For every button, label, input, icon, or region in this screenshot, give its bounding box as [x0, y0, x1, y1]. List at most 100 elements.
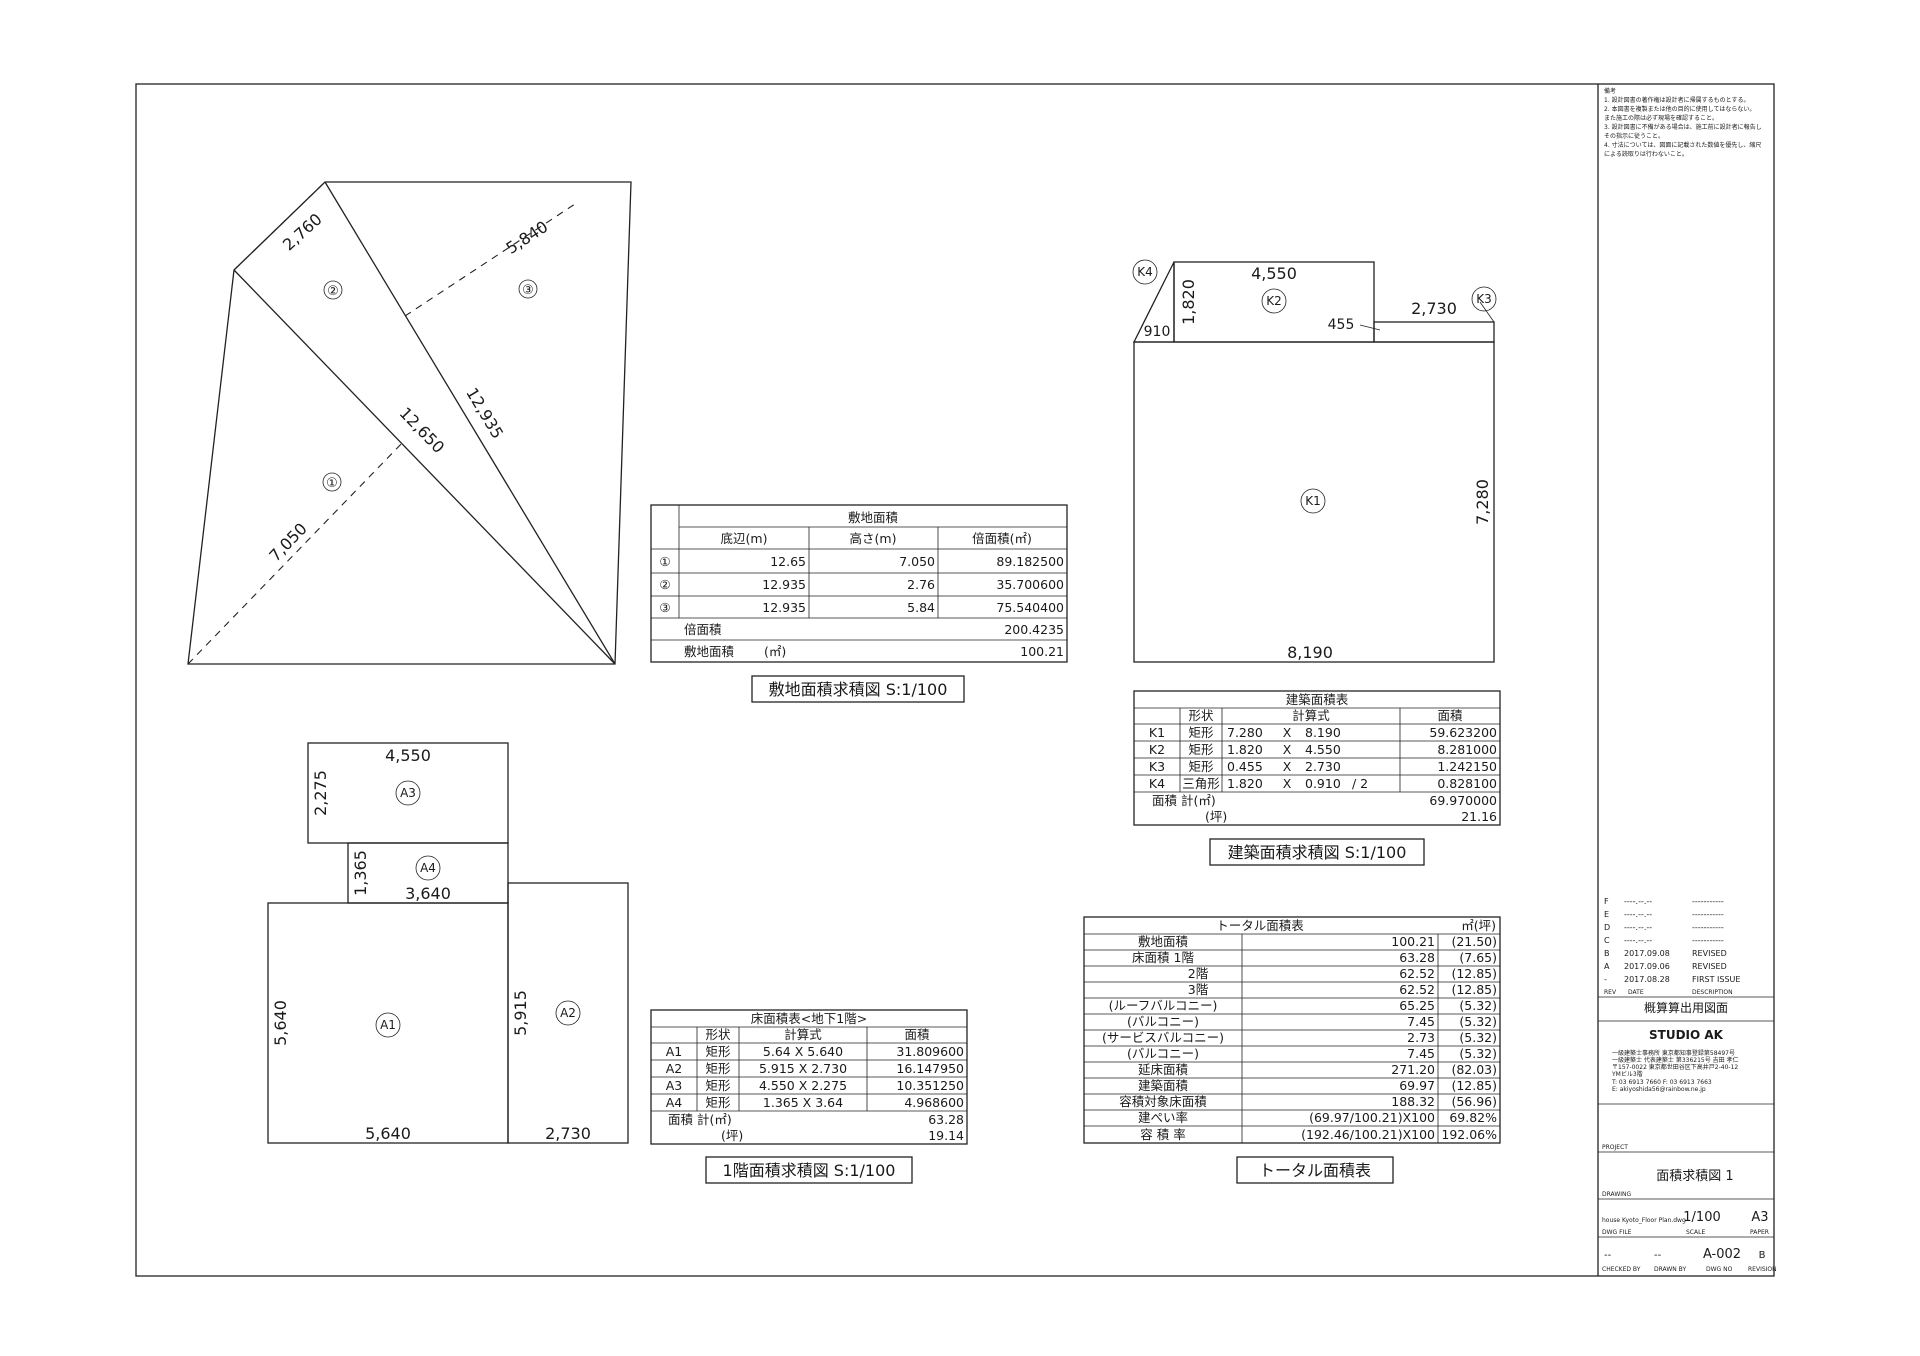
total-table-row-tsubo: (5.32) [1459, 1046, 1497, 1061]
floor-label-a1: A1 [380, 1018, 396, 1032]
floor-dim-a3-side: 2,275 [311, 770, 330, 816]
building-k4-outline [1132, 261, 1175, 343]
floor-dim-a2-side: 5,915 [511, 990, 530, 1036]
footer-label-checked: CHECKED BY [1602, 1266, 1641, 1273]
building-table-row-id: K4 [1149, 776, 1165, 791]
floor-drawing: 4,550 2,275 1,365 3,640 5,640 5,915 5,64… [267, 742, 629, 1144]
floor-dim-a3-top: 4,550 [385, 746, 431, 765]
floor-table-row-formula: 5.915 X 2.730 [759, 1061, 847, 1076]
building-dim-top: 4,550 [1251, 264, 1297, 283]
total-table-row-value: 69.97 [1399, 1078, 1435, 1093]
floor-table-row-formula: 5.64 X 5.640 [763, 1044, 843, 1059]
building-table-row-shape: 矩形 [1188, 725, 1214, 740]
site-table-row-height: 7.050 [899, 554, 935, 569]
floor-table-row-id: A2 [666, 1061, 683, 1076]
building-label-k1: K1 [1305, 494, 1321, 508]
site-table-double-label: 倍面積 [684, 622, 722, 637]
building-table-row-b: 4.550 [1305, 742, 1341, 757]
revision-rev: D [1604, 923, 1610, 932]
title-block-note: 4. 寸法については、図面に記載された数値を優先し、縮尺 [1604, 141, 1761, 149]
total-table-row-value: 63.28 [1399, 950, 1435, 965]
total-table-row-value: 65.25 [1399, 998, 1435, 1013]
total-table-row-value: 62.52 [1399, 966, 1435, 981]
total-table-row-label: 2階 [1188, 966, 1209, 981]
floor-table-row-area: 4.968600 [904, 1095, 964, 1110]
revision-date: ----.--.-- [1624, 936, 1652, 945]
building-label-k4-circle [1132, 259, 1158, 285]
dwg-no: A-002 [1703, 1247, 1741, 1262]
site-caption: 敷地面積求積図 S:1/100 [769, 680, 948, 699]
site-table-header-height: 高さ(m) [850, 531, 897, 546]
building-table-row-a: 0.455 [1227, 759, 1263, 774]
site-table-row-double: 89.182500 [996, 554, 1064, 569]
sheet-border [135, 83, 1775, 1277]
total-area-table: トータル面積表 ㎡(坪) 敷地面積 100.21 (21.50) 床面積 1階 … [1083, 916, 1501, 1144]
total-table-title: トータル面積表 [1216, 918, 1304, 933]
building-label-k2-circle [1261, 288, 1287, 314]
building-table-total: 69.970000 [1429, 793, 1497, 808]
building-table-row-a: 1.820 [1227, 776, 1263, 791]
building-table-row-op: X [1283, 725, 1292, 740]
file-label: DWG FILE [1602, 1229, 1632, 1236]
building-label-k3: K3 [1476, 292, 1492, 306]
building-label-k2: K2 [1266, 294, 1282, 308]
total-table-row-value: 100.21 [1391, 934, 1435, 949]
file-name: house Kyoto_Floor Plan.dwg [1602, 1217, 1686, 1224]
total-table-row-tsubo: (12.85) [1451, 982, 1497, 997]
floor-label-a1-circle [375, 1012, 401, 1038]
floor-table-row-id: A3 [666, 1078, 683, 1093]
site-height-2760 [233, 181, 326, 271]
site-area-table: 敷地面積 底辺(m) 高さ(m) 倍面積(㎡) ① 12.65 7.050 89… [650, 504, 1068, 663]
title-block-purpose: 概算算出用図面 [1644, 1000, 1728, 1015]
floor-dim-a4-width: 3,640 [405, 884, 451, 903]
building-dim-small: 455 [1328, 317, 1355, 333]
site-dim-7050: 7,050 [265, 519, 310, 565]
floor-area-table: 床面積表<地下1階> 形状 計算式 面積 A1 矩形 5.64 X 5.640 … [650, 1009, 968, 1145]
floor-table-row-id: A4 [666, 1095, 683, 1110]
revision-desc: REVISED [1692, 949, 1727, 958]
site-label-3-circle [518, 279, 538, 299]
site-diagonal-12935 [324, 181, 616, 665]
building-dim-side: 7,280 [1473, 479, 1492, 525]
floor-table-row-area: 10.351250 [896, 1078, 964, 1093]
site-label-2-circle [323, 280, 343, 300]
revision-desc: ----------- [1692, 910, 1724, 919]
total-table-row-tsubo: (12.85) [1451, 966, 1497, 981]
total-table-row-value: 7.45 [1407, 1014, 1435, 1029]
site-table-row-height: 2.76 [907, 577, 935, 592]
title-block-note: による読取りは行わないこと。 [1604, 150, 1688, 158]
site-table-header-double: 倍面積(㎡) [972, 531, 1032, 546]
checked-by: -- [1604, 1250, 1612, 1261]
floor-table-total-label: 面積 計(㎡) [668, 1112, 732, 1127]
floor-a2-outline [507, 882, 629, 1144]
floor-dim-a1-bottom: 5,640 [365, 1124, 411, 1143]
site-table-row-id: ② [659, 577, 670, 592]
revision-date: 2017.09.06 [1624, 962, 1670, 971]
company-address-line: 〒157-0022 東京都世田谷区下高井戸2-40-12 [1612, 1063, 1738, 1071]
revision-desc: FIRST ISSUE [1692, 975, 1740, 984]
building-table-row-b: 2.730 [1305, 759, 1341, 774]
building-table-row-div: / 2 [1352, 776, 1368, 791]
building-table-row-op: X [1283, 742, 1292, 757]
building-label-k1-circle [1300, 488, 1326, 514]
floor-table-header-formula: 計算式 [784, 1027, 822, 1042]
site-table-row-id: ① [659, 554, 670, 569]
paper-value: A3 [1751, 1210, 1768, 1225]
total-table-row-label: 建ぺい率 [1138, 1110, 1188, 1125]
total-table-row-tsubo: (5.32) [1459, 1030, 1497, 1045]
floor-table-row-shape: 矩形 [705, 1044, 731, 1059]
company-address-line: YMビル3階 [1611, 1070, 1643, 1078]
site-diagonal-12650 [233, 269, 616, 665]
company-address-line: 一級建築士事務所 東京都知事登録第58497号 [1612, 1049, 1735, 1057]
revision-rev: F [1604, 897, 1609, 906]
building-area-table: 建築面積表 形状 計算式 面積 K1 矩形 7.280 X 8.190 59.6… [1133, 690, 1501, 826]
total-table-row-tsubo: (82.03) [1451, 1062, 1497, 1077]
total-table-row-label: 延床面積 [1138, 1062, 1189, 1077]
floor-dim-a2-bottom: 2,730 [545, 1124, 591, 1143]
site-table-area-unit: (㎡) [764, 644, 786, 659]
floor-label-a3-circle [395, 780, 421, 806]
footer-label-revision: REVISION [1748, 1266, 1777, 1273]
total-table-row-value: (69.97/100.21)X100 [1309, 1110, 1435, 1125]
building-table-tsubo: 21.16 [1461, 809, 1497, 824]
site-height-7050 [187, 439, 406, 665]
